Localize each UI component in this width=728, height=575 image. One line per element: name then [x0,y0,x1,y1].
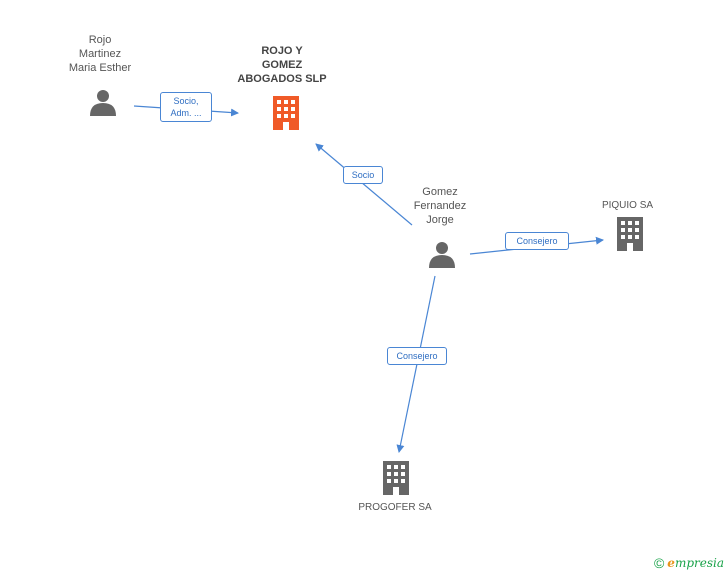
node-label-rojo-martinez[interactable]: Rojo Martinez Maria Esther [68,34,132,74]
brand-initial: e [667,556,675,570]
building-icon[interactable] [270,96,302,130]
brand-name: mpresia [674,556,724,570]
node-label-rojo-gomez[interactable]: ROJO Y GOMEZ ABOGADOS SLP [237,45,327,85]
edge-label-consejero-piquio[interactable]: Consejero [505,232,569,250]
copyright-icon: © [653,555,665,571]
edge-socio [315,143,413,226]
edge-label-consejero-progofer[interactable]: Consejero [387,347,447,365]
empresia-logo[interactable]: © empresia [654,555,724,571]
node-label-gomez-fernandez[interactable]: Gomez Fernandez Jorge [413,186,467,226]
person-icon[interactable] [88,88,118,116]
building-icon[interactable] [380,461,412,495]
edge-label-socio[interactable]: Socio [343,166,383,184]
node-label-piquio[interactable]: PIQUIO SA [601,200,654,211]
node-label-progofer[interactable]: PROGOFER SA [358,502,432,513]
person-icon[interactable] [427,240,457,268]
edge-label-socio-adm[interactable]: Socio, Adm. ... [160,92,212,122]
building-icon[interactable] [614,217,646,251]
